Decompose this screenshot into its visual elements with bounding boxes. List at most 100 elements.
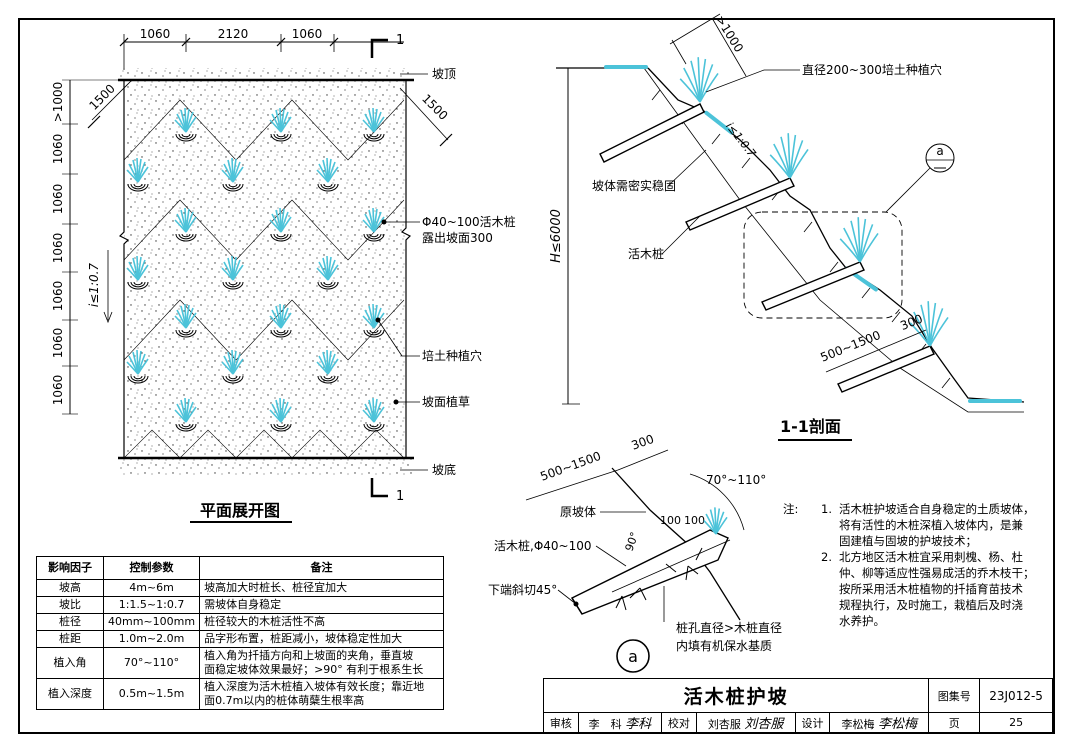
plant-icon (839, 217, 879, 263)
note-text: 将有活性的木桩深植入坡体内，是兼 (839, 518, 1023, 532)
table-note-line: 品字形布置，桩距减小，坡体稳定性加大 (204, 632, 403, 645)
plan-labels (377, 73, 428, 471)
detail-dim-100a: 100 (660, 514, 681, 527)
table-header-param: 控制参数 (102, 556, 201, 580)
plan-dim-top-2: 1060 (292, 27, 323, 41)
note-text: 规程执行，及时施工，栽植后及时浇 (839, 598, 1023, 612)
plant-icon (221, 349, 244, 384)
detail-label-hole-1: 桩孔直径>木桩直径 (676, 620, 782, 635)
plan-section-marks: 1 1 (370, 33, 404, 504)
note-number (821, 517, 839, 533)
plan-label-slope-top: 坡顶 (432, 67, 456, 81)
plant-icon (174, 397, 197, 432)
note-label (783, 549, 821, 565)
table-note-line: 面稳定坡体效果最好；>90° 有利于根系生长 (204, 663, 424, 676)
detail-dim-300: 300 (629, 432, 655, 453)
plan-dim-left-0: >1000 (51, 82, 65, 123)
table-header-note: 备注 (199, 556, 444, 580)
table-cell-note: 植入深度为活木桩植入坡体有效长度；靠近地面0.7m以内的桩体萌蘖生根率高 (199, 678, 444, 710)
plan-dim-left-1: 1060 (51, 134, 65, 165)
plan-label-stake-2: 露出坡面300 (422, 231, 493, 245)
table-cell-note: 品字形布置，桩距减小，坡体稳定性加大 (199, 630, 444, 648)
reviewer-name: 李 科 李科 (577, 712, 663, 733)
plant-icon (126, 157, 149, 192)
table-note-line: 桩径较大的木桩活性不高 (204, 615, 326, 628)
note-line: 仲、柳等适应性强易成活的乔木枝干； (783, 565, 1045, 581)
detail-stake (570, 529, 729, 615)
plan-section-mark-bottom: 1 (396, 489, 404, 504)
plan-label-slope-bottom: 坡底 (432, 462, 456, 477)
plan-dim-diag-right: 1500 (419, 91, 450, 122)
note-label (783, 533, 821, 549)
note-line: 2.北方地区活木桩宜采用刺槐、杨、杜 (783, 549, 1045, 565)
plant-icon (221, 157, 244, 192)
checker-signature: 刘杏服 (744, 717, 784, 732)
plan-left-dims: >1000 1060 1060 1060 1060 1060 1060 i≤1:… (51, 79, 122, 415)
note-number (821, 581, 839, 597)
plant-icon (174, 207, 197, 242)
note-number (821, 565, 839, 581)
plan-slope-area (124, 80, 406, 458)
section-slope-ratio: i≤1:0.7 (723, 120, 758, 160)
section-title: 1-1剖面 (780, 417, 841, 436)
table-cell-param: 1:1.5~1:0.7 (102, 596, 201, 614)
plan-dim-top-1: 2120 (218, 27, 249, 41)
plant-icon (909, 301, 949, 347)
table-note-line: 坡高加大时桩长、桩径宜加大 (204, 581, 348, 594)
note-label (783, 517, 821, 533)
note-number: 1. (821, 502, 832, 516)
note-text: 按所采用活木桩植物的扦插育苗技术 (839, 582, 1023, 596)
design-label: 设计 (794, 712, 831, 733)
note-line: 固建植与固坡的护坡技术； (783, 533, 1045, 549)
note-label (783, 597, 821, 613)
plant-icon (174, 107, 197, 142)
section-stakes (599, 103, 935, 393)
note-number (821, 613, 839, 629)
note-text: 仲、柳等适应性强易成活的乔木枝干； (839, 566, 1035, 580)
plan-dim-top-0: 1060 (140, 27, 171, 41)
section-label-stake: 活木桩 (628, 246, 664, 261)
table-cell-param: 0.5m~1.5m (102, 678, 201, 710)
plant-icon (316, 157, 339, 192)
plant-icon (769, 133, 809, 179)
title-block: 活木桩护坡 图集号 23J012-5 审核 李 科 李科 校对 刘杏服 刘杏服 … (542, 678, 1053, 733)
note-text: 活木桩护坡适合自身稳定的土质坡体， (839, 502, 1035, 516)
plant-icon (126, 349, 149, 384)
plan-bottom-ground (118, 458, 414, 476)
note-line: 水养护。 (783, 613, 1045, 629)
plant-icon (362, 207, 385, 242)
detail-angle-90: 90° (623, 530, 642, 553)
detail-view: 500~1500 300 70°~110° 90° 100 100 原坡体 活木… (488, 432, 782, 673)
plant-icon (126, 255, 149, 290)
designer-name: 李松梅 李松梅 (829, 712, 930, 733)
plan-dim-left-5: 1060 (51, 328, 65, 359)
note-text: 固建植与固坡的护坡技术； (839, 534, 977, 548)
note-line: 按所采用活木桩植物的扦插育苗技术 (783, 581, 1045, 597)
plant-icon (221, 255, 244, 290)
plant-icon (269, 303, 292, 338)
table-cell-factor: 坡比 (36, 596, 104, 614)
detail-label-hole-2: 内填有机保水基质 (676, 639, 772, 653)
table-cell-note: 需坡体自身稳定 (199, 596, 444, 614)
table-note-line: 植入深度为活木桩植入坡体有效长度；靠近地 (204, 680, 425, 693)
section-label-hole: 直径200~300培土种植穴 (802, 62, 942, 77)
note-line: 规程执行，及时施工，栽植后及时浇 (783, 597, 1045, 613)
detail-plants (703, 507, 728, 535)
plant-icon (174, 303, 197, 338)
plant-icon (703, 507, 728, 535)
notes-block: 注:1.活木桩护坡适合自身稳定的土质坡体，将有活性的木桩深植入坡体内，是兼固建植… (783, 501, 1045, 629)
atlas-label: 图集号 (928, 678, 981, 713)
section-label-dense: 坡体需密实稳固 (592, 178, 676, 193)
table-cell-factor: 坡高 (36, 579, 104, 597)
plan-title: 平面展开图 (200, 501, 280, 520)
note-label (783, 565, 821, 581)
note-number (821, 533, 839, 549)
table-note-line: 植入角为扦插方向和上坡面的夹角，垂直坡 (204, 649, 414, 662)
plan-grid (123, 99, 405, 459)
detail-label-stake: 活木桩,Φ40~100 (494, 538, 592, 553)
reviewer-signature: 李科 (625, 717, 652, 732)
